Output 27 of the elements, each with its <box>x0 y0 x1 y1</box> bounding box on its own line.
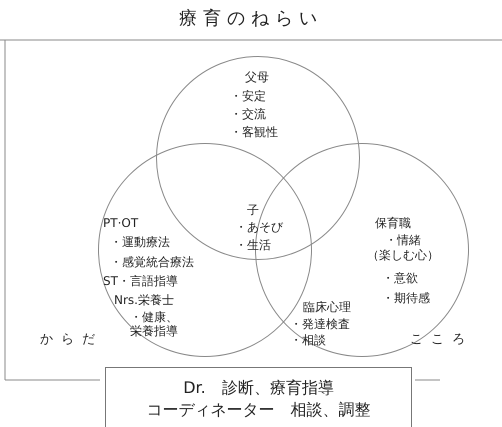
side-label: こころ <box>410 333 473 347</box>
list-item: ・期待感 <box>382 291 430 305</box>
heading: 臨床心理 <box>303 300 351 314</box>
list-item: ・生活 <box>235 238 271 252</box>
list-item: ・安定 <box>230 89 266 103</box>
heading: ST・言語指導 <box>103 274 178 288</box>
heading: 子 <box>247 203 259 217</box>
text-box <box>105 367 412 427</box>
list-item: ・発達検査 <box>290 317 350 331</box>
list-item: ・健康、栄養指導 <box>130 310 178 338</box>
list-item: （楽しむ心） <box>367 248 439 262</box>
side-label: からだ <box>40 333 103 347</box>
list-item: ・相談 <box>290 333 326 347</box>
list-item: ・交流 <box>230 107 266 121</box>
list-item: ・情緒 <box>385 233 421 247</box>
role-text: コーディネーター 相談、調整 <box>146 400 372 420</box>
list-item: ・客観性 <box>230 125 278 139</box>
heading: 保育職 <box>375 216 411 230</box>
heading: 父母 <box>245 70 269 84</box>
list-item: ・感覚統合療法 <box>110 255 194 269</box>
heading: Nrs.栄養士 <box>114 293 174 307</box>
heading: PT·OT <box>103 216 138 230</box>
list-item: ・あそび <box>235 220 283 234</box>
list-item: ・意欲 <box>382 271 418 285</box>
role-text: Dr. 診断、療育指導 <box>182 378 335 398</box>
list-item: ・運動療法 <box>110 235 170 249</box>
title: 療育のねらい <box>178 7 324 30</box>
